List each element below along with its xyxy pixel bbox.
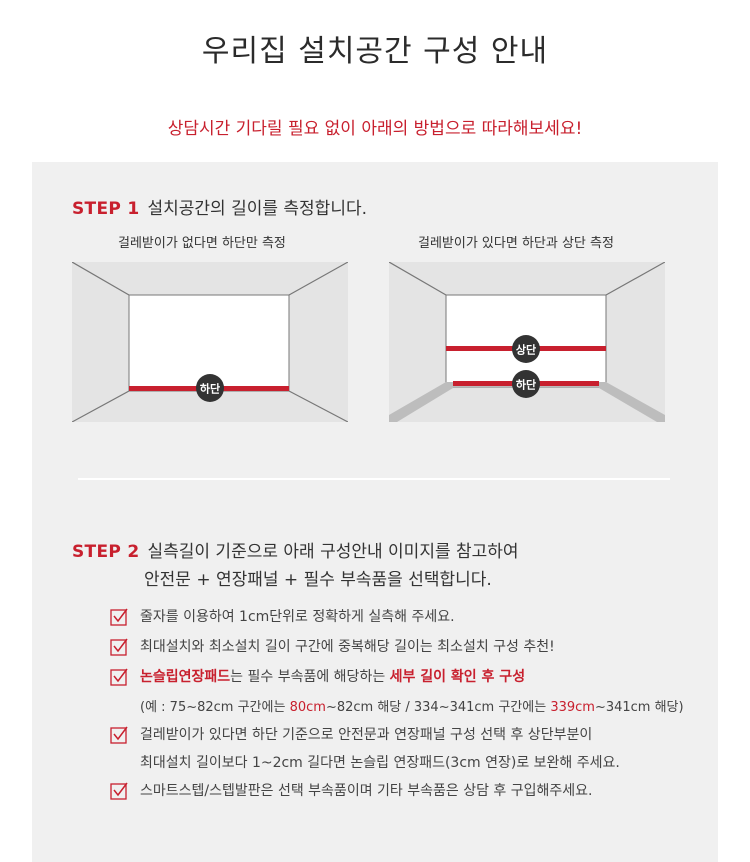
room-perspective-icon: 하단 [72,262,348,422]
note-part: (예 : 75~82cm 구간에는 [140,700,290,715]
check-text-mid: 는 필수 부속품에 해당하는 [230,669,390,685]
page-subtitle: 상담시간 기다릴 필요 없이 아래의 방법으로 따라해보세요! [167,119,583,139]
step2-line2: 안전문 + 연장패널 + 필수 부속품을 선택합니다. [144,570,492,590]
checkbox-checked-icon [110,638,128,656]
checkbox-checked-icon [110,726,128,744]
section-divider [78,478,670,480]
diagram2-caption: 걸레받이가 있다면 하단과 상단 측정 [418,236,614,251]
badge-top: 상단 [516,343,536,357]
checkbox-checked-icon [110,782,128,800]
check-text: 걸레받이가 있다면 하단 기준으로 안전문과 연장패널 구성 선택 후 상단부분… [140,727,593,743]
checkbox-checked-icon [110,668,128,686]
check-text: 스마트스텝/스텝발판은 선택 부속품이며 기타 부속품은 상담 후 구입해주세요… [140,783,593,799]
diagram1-caption: 걸레받이가 없다면 하단만 측정 [118,236,286,251]
example-note: (예 : 75~82cm 구간에는 80cm~82cm 해당 / 334~341… [140,696,684,715]
badge-bottom: 하단 [200,382,220,396]
check-text: 논슬립연장패드는 필수 부속품에 해당하는 세부 길이 확인 후 구성 [140,666,525,688]
note-part: ~82cm 해당 / 334~341cm 구간에는 [325,700,551,715]
room-diagram-top-bottom: 상단 하단 [389,262,665,422]
room-diagram-bottom-only: 하단 [72,262,348,422]
badge-bottom: 하단 [516,378,536,392]
step2-line1: 실측길이 기준으로 아래 구성안내 이미지를 참고하여 [147,542,519,562]
note-part: ~341cm 해당) [594,700,684,715]
highlight-detail-length: 세부 길이 확인 후 구성 [389,669,526,685]
step2-label: STEP 2 [72,542,140,562]
check-text: 최대설치와 최소설치 길이 구간에 중복해당 길이는 최소설치 구성 추천! [140,639,555,655]
step1-text: 설치공간의 길이를 측정합니다. [147,199,367,219]
page-title: 우리집 설치공간 구성 안내 [201,34,549,69]
check-text: 줄자를 이용하여 1cm단위로 정확하게 실측해 주세요. [140,609,455,625]
step2-heading: STEP 2 실측길이 기준으로 아래 구성안내 이미지를 참고하여 [72,537,519,562]
highlight-nonslip-pad: 논슬립연장패드 [140,669,231,685]
note-highlight: 80cm [289,700,326,715]
room-perspective-baseboard-icon: 상단 하단 [389,262,665,422]
step1-heading: STEP 1 설치공간의 길이를 측정합니다. [72,194,367,219]
check-text: 최대설치 길이보다 1~2cm 길다면 논슬립 연장패드(3cm 연장)로 보완… [140,755,620,771]
note-highlight: 339cm [550,700,595,715]
step1-label: STEP 1 [72,199,140,219]
checkbox-checked-icon [110,608,128,626]
